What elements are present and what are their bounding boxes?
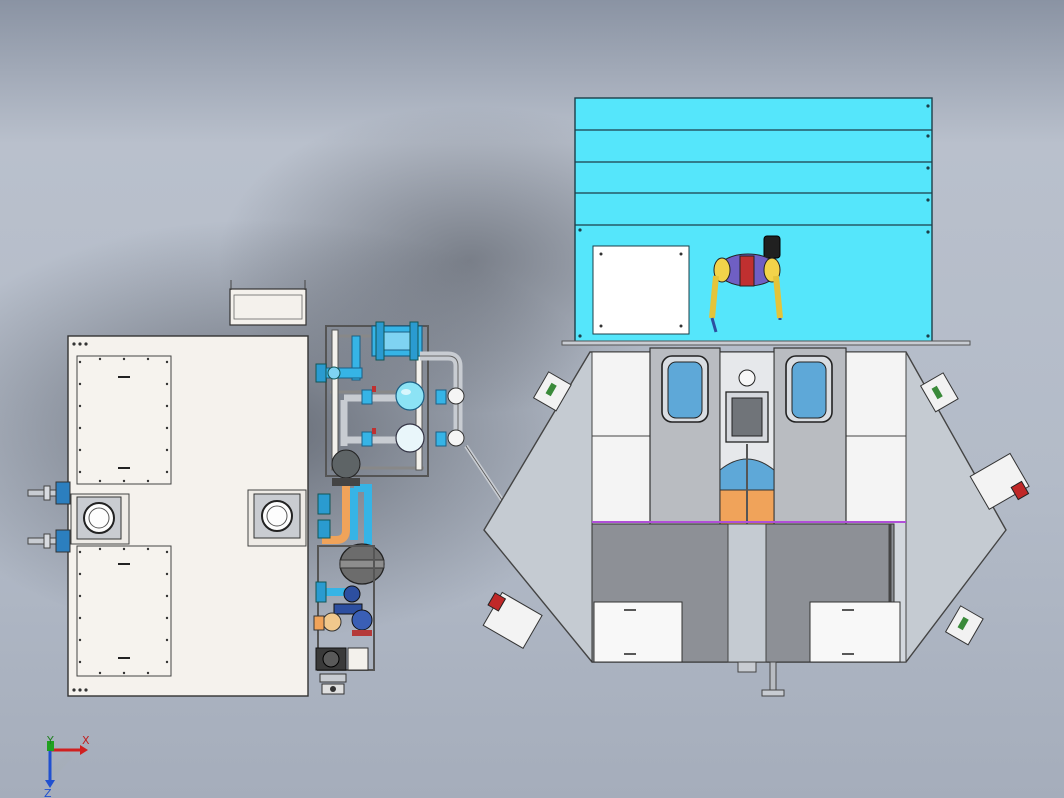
- gauge-upper-left: [532, 371, 572, 412]
- cabinet-door-lower[interactable]: [76, 545, 172, 677]
- service-panel-right[interactable]: [809, 601, 901, 663]
- piping-skid[interactable]: [313, 321, 504, 695]
- feedthrough-lower: [27, 529, 71, 553]
- gauge-upper-right: [919, 372, 959, 413]
- process-chamber[interactable]: [478, 347, 1032, 697]
- filter-vessel-upper: [395, 381, 425, 411]
- sensor-box-right: [969, 452, 1030, 511]
- filter-vessel-lower: [395, 423, 425, 453]
- y-axis-arrow: [47, 741, 54, 751]
- axis-label-y: Y: [46, 734, 54, 747]
- cabinet-top-module: [229, 288, 307, 326]
- feedthrough-upper: [27, 481, 71, 505]
- cabinet-left-port: [70, 493, 130, 545]
- cabinet-right-port: [247, 489, 307, 547]
- cabinet-screws: [72, 342, 169, 692]
- axis-triad: X Y Z: [44, 734, 90, 798]
- axis-label-x: X: [82, 734, 90, 747]
- axis-label-z: Z: [44, 787, 52, 798]
- control-cabinet[interactable]: [27, 280, 309, 697]
- access-hatch[interactable]: [592, 245, 690, 335]
- sensor-box-left: [482, 591, 543, 650]
- gauge-lower-right: [944, 605, 984, 646]
- cabinet-door-upper[interactable]: [76, 355, 172, 485]
- pump-motor-upper: [331, 449, 361, 479]
- cooling-panel[interactable]: [561, 97, 971, 346]
- service-panel-left[interactable]: [593, 601, 683, 663]
- robot-arm[interactable]: [709, 235, 783, 333]
